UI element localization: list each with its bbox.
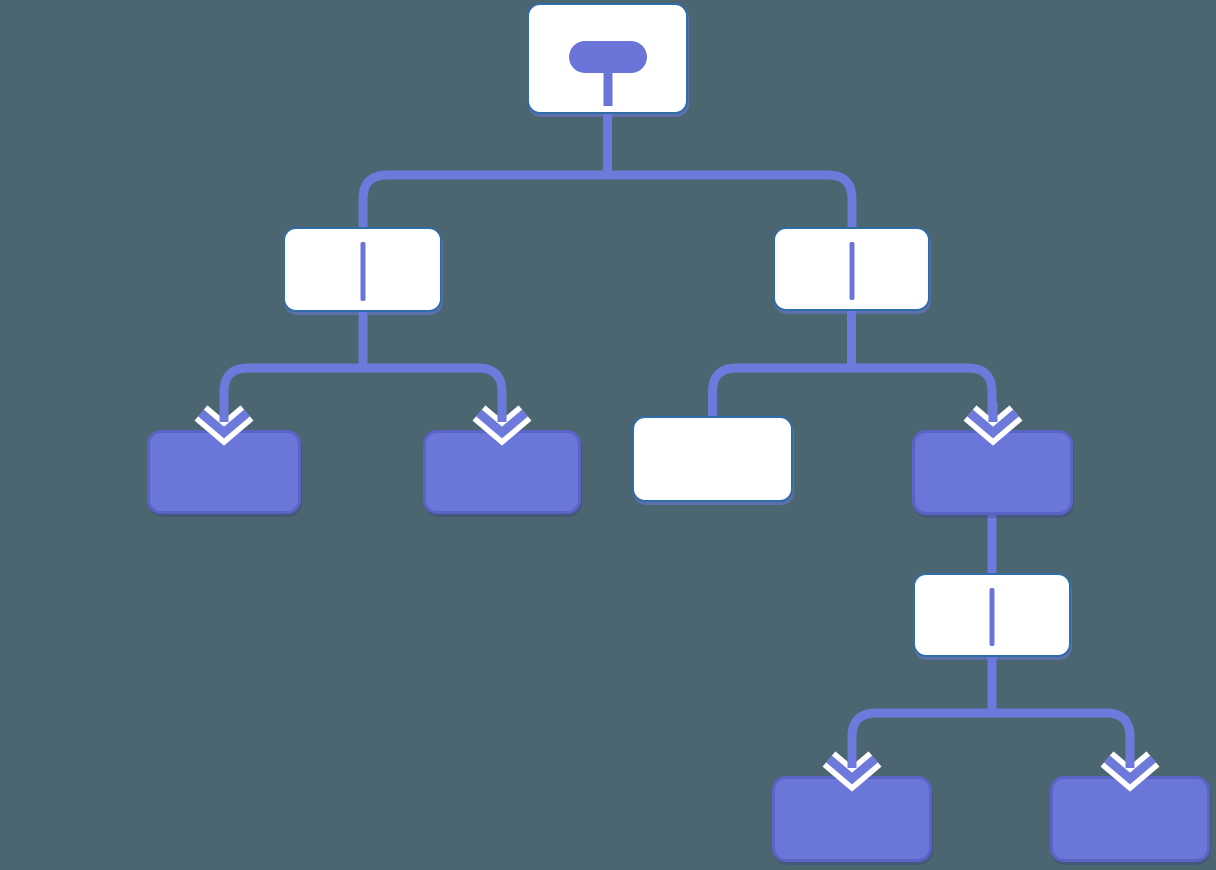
connector-left-fork [219, 363, 507, 416]
divider-line-icon [849, 242, 854, 300]
leaf-bottom-1-node[interactable] [772, 748, 932, 862]
leaf-bottom-2-node[interactable] [1050, 748, 1210, 862]
branch-right-node[interactable] [773, 227, 930, 311]
child-right-plain-node[interactable] [632, 416, 793, 502]
branch-left-node[interactable] [283, 227, 442, 312]
child-right-target-node[interactable] [912, 402, 1073, 515]
sub-branch-node[interactable] [913, 573, 1071, 657]
connector-main-fork [358, 170, 857, 227]
root-node[interactable] [527, 3, 688, 114]
double-chevron-down-icon [963, 402, 1022, 446]
double-chevron-down-icon [822, 748, 882, 792]
double-chevron-down-icon [194, 402, 254, 446]
leaf-left-1-node[interactable] [147, 402, 301, 514]
divider-line-icon [989, 588, 995, 646]
connector-bottom-fork [847, 708, 1135, 762]
double-chevron-down-icon [1100, 748, 1160, 792]
double-chevron-down-icon [472, 402, 532, 446]
leaf-left-2-node[interactable] [423, 402, 581, 514]
connector-right-fork [708, 363, 997, 416]
pill-stem-icon [568, 41, 647, 106]
divider-line-icon [360, 242, 365, 301]
